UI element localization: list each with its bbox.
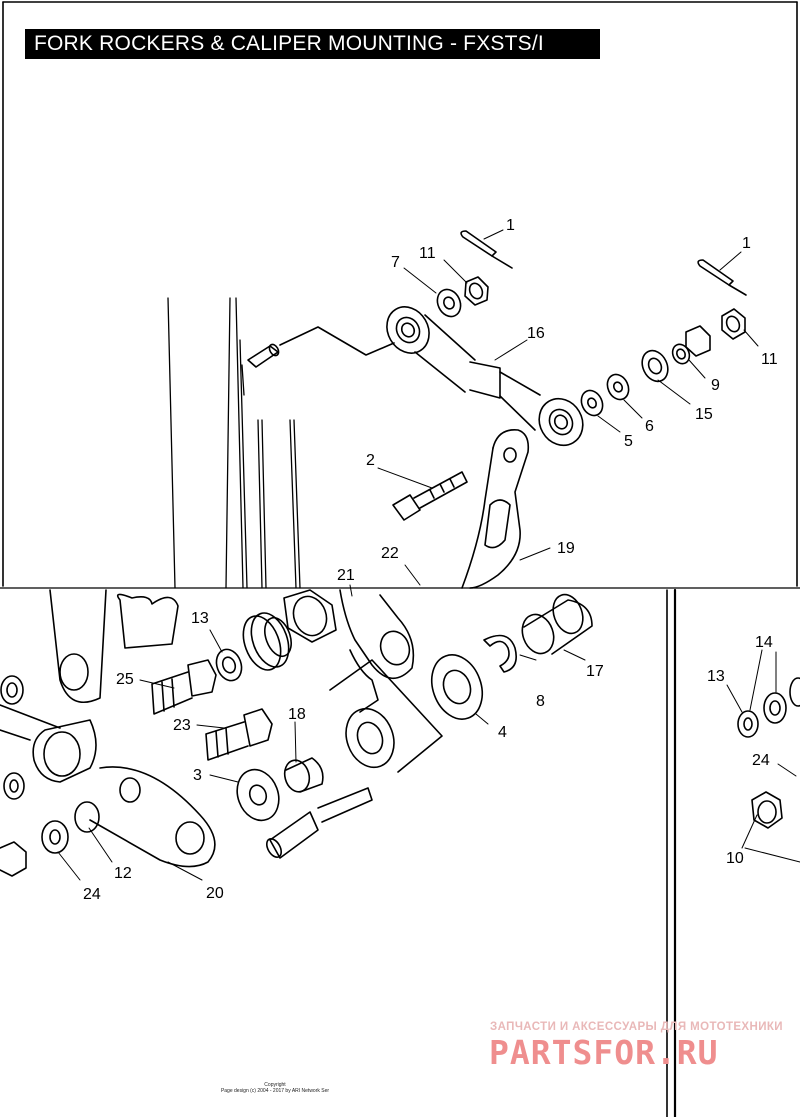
- part-1-cotter-pin: [460, 230, 513, 269]
- callout-14: 14: [755, 634, 773, 651]
- inset-nut: [751, 791, 783, 829]
- callout-9: 9: [711, 377, 720, 394]
- leader-lines: [57, 229, 800, 881]
- callout-10: 10: [726, 850, 744, 867]
- part-9-bushing: [671, 325, 711, 365]
- watermark-logo: PARTSFOR.RU: [489, 1033, 719, 1072]
- callout-4: 4: [498, 724, 507, 741]
- part-3-washer: [236, 768, 280, 822]
- part-11-nut: [464, 276, 489, 306]
- part-23-bolt: [205, 708, 273, 761]
- diagram-title: FORK ROCKERS & CALIPER MOUNTING - FXSTS/…: [25, 29, 600, 59]
- callout-11-right: 11: [761, 351, 778, 368]
- part-11-nut-right: [721, 308, 746, 340]
- part-17-bushing: [521, 593, 593, 655]
- part-8-clip: [483, 634, 517, 673]
- spring-coil: [242, 612, 292, 671]
- callout-13-inset: 13: [707, 668, 725, 685]
- mount-pin: [247, 326, 395, 368]
- callout-19: 19: [557, 540, 575, 557]
- callout-12: 12: [114, 865, 132, 882]
- callout-25: 25: [116, 671, 134, 688]
- callout-17: 17: [586, 663, 604, 680]
- callout-13: 13: [191, 610, 209, 627]
- lower-stud: [265, 787, 373, 859]
- callout-1-right: 1: [742, 235, 751, 252]
- left-washers: [0, 675, 100, 877]
- part-2-bolt: [392, 471, 468, 521]
- callout-23: 23: [173, 717, 191, 734]
- callout-2: 2: [366, 452, 375, 469]
- part-20-slider-plate: [89, 593, 216, 868]
- callout-5: 5: [624, 433, 633, 450]
- part-21-plate: [339, 589, 415, 713]
- part-1-cotter-pin-right: [697, 259, 747, 296]
- copyright-footer: Copyright Page design (c) 2004 - 2017 by…: [190, 1082, 360, 1094]
- inset-washers: [737, 677, 800, 738]
- fork-leg-left: [0, 589, 107, 783]
- callout-labels: 1 1 7 11 11 16 9 15 6 5 2 19 22 21 13 25…: [83, 217, 778, 903]
- part-7-washer: [436, 288, 462, 318]
- part-19-bracket: [461, 429, 530, 589]
- callout-6: 6: [645, 418, 654, 435]
- part-25-bolt: [151, 659, 217, 715]
- fork-tube-outline: [167, 297, 301, 589]
- callout-21: 21: [337, 567, 355, 584]
- callout-22: 22: [381, 545, 399, 562]
- callout-20: 20: [206, 885, 224, 902]
- part-13-washer: [215, 648, 243, 682]
- part-6-washer: [606, 373, 630, 401]
- page-design-line: Page design (c) 2004 - 2017 by ARI Netwo…: [220, 1088, 330, 1094]
- part-5-washer: [580, 389, 604, 417]
- callout-24: 24: [83, 886, 101, 903]
- part-4-washer: [430, 654, 484, 720]
- large-nut: [283, 589, 337, 643]
- part-16-link-rod: [386, 306, 584, 447]
- callout-3: 3: [193, 767, 202, 784]
- watermark-tagline: ЗАПЧАСТИ И АКСЕССУАРЫ ДЛЯ МОТОТЕХНИКИ: [490, 1021, 783, 1033]
- callout-7: 7: [391, 254, 400, 271]
- callout-8: 8: [536, 693, 545, 710]
- callout-11: 11: [419, 245, 436, 262]
- part-15-washer: [641, 349, 669, 383]
- callout-16: 16: [527, 325, 545, 342]
- callout-1: 1: [506, 217, 515, 234]
- caliper-mount-plate: [329, 659, 443, 773]
- copyright-line: Copyright: [264, 1082, 286, 1088]
- callout-15: 15: [695, 406, 713, 423]
- callout-24-inset: 24: [752, 752, 770, 769]
- part-18-bushing: [283, 757, 324, 793]
- callout-18: 18: [288, 706, 306, 723]
